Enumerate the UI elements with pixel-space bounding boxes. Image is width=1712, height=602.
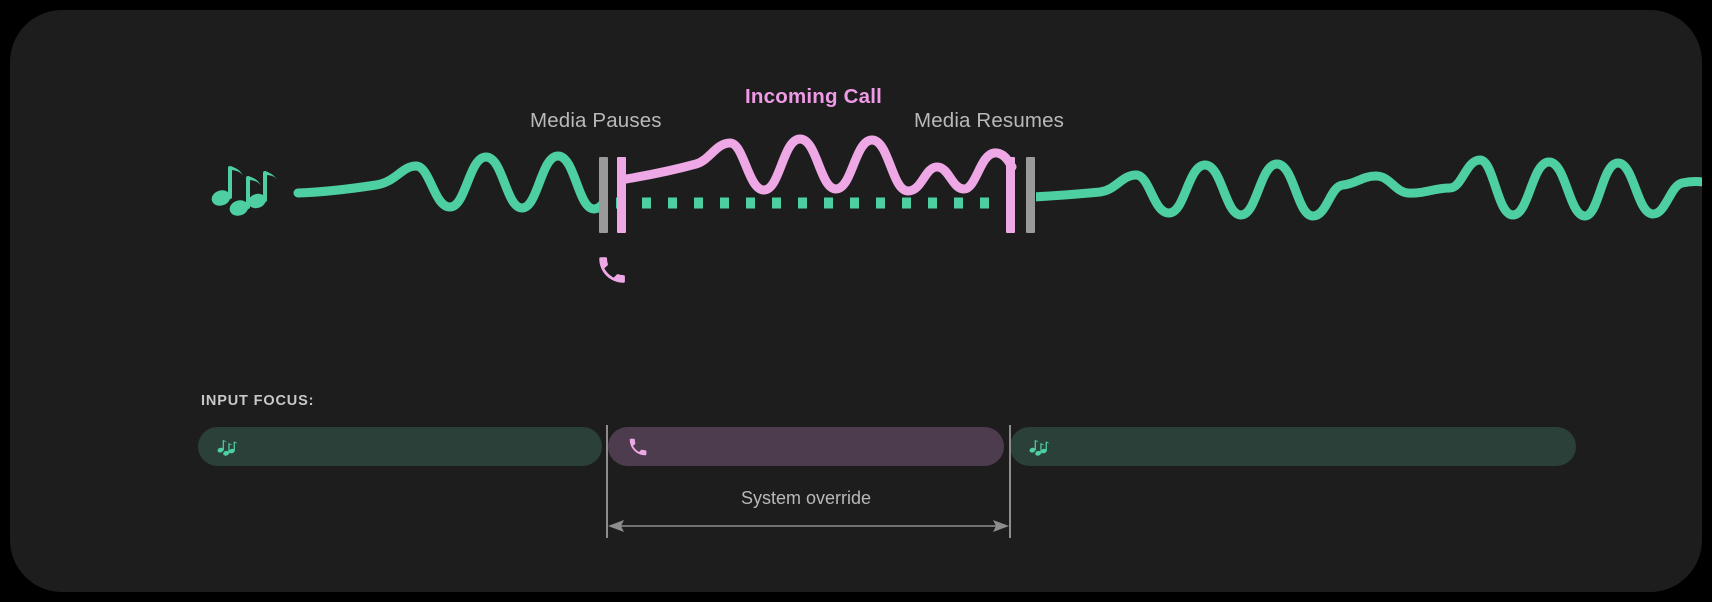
music-notes-icon bbox=[211, 166, 277, 216]
resume-marker-pink bbox=[1006, 157, 1015, 233]
override-boundary-left bbox=[606, 425, 608, 538]
system-override-label: System override bbox=[740, 488, 872, 508]
phone-handset-icon bbox=[629, 438, 647, 455]
resume-marker-gray bbox=[1026, 157, 1035, 233]
system-override-span-arrow bbox=[608, 520, 1009, 532]
focus-segment-call[interactable] bbox=[608, 427, 1004, 466]
label-incoming-call: Incoming Call bbox=[745, 85, 883, 108]
timeline-waveform-stage: Media Pauses Incoming Call Media Resumes bbox=[10, 10, 1702, 340]
pause-marker-gray bbox=[599, 157, 608, 233]
diagram-panel: Media Pauses Incoming Call Media Resumes… bbox=[10, 10, 1702, 592]
override-boundary-right bbox=[1009, 425, 1011, 538]
input-focus-title: INPUT FOCUS: bbox=[201, 393, 315, 409]
call-waveform bbox=[621, 134, 1017, 196]
focus-segment-media-before[interactable] bbox=[198, 427, 602, 466]
waveform-svg bbox=[293, 134, 1702, 233]
label-media-pauses: Media Pauses bbox=[530, 109, 662, 132]
music-notes-icon bbox=[217, 439, 239, 456]
pause-marker-pink bbox=[617, 157, 626, 233]
media-waveform-right bbox=[1036, 155, 1702, 221]
phone-handset-icon bbox=[599, 257, 625, 283]
label-media-resumes: Media Resumes bbox=[914, 109, 1065, 132]
music-notes-icon bbox=[1029, 439, 1051, 456]
media-waveform-left bbox=[293, 151, 602, 214]
focus-segment-media-after[interactable] bbox=[1010, 427, 1576, 466]
